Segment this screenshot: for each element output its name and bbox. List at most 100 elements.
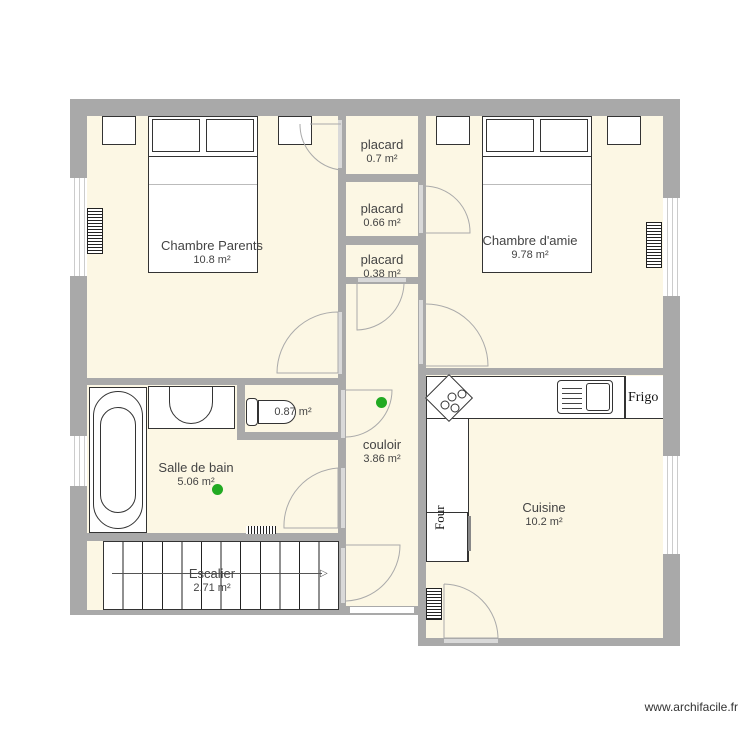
wall-placard-1-bottom [346,174,418,182]
room-name: Chambre d'amie [482,233,578,248]
bed-parents-duvet-line [149,156,257,157]
couloir-bottom-opening [350,607,414,613]
floor-placard-1 [346,116,418,174]
wall-amie-bottom [426,368,663,375]
door-parents-top-icon [299,123,342,171]
outer-wall-bottom-left [70,610,420,615]
room-name: placard [360,252,404,267]
wall-placard-2-bottom [346,236,418,245]
room-chambre-parents: Chambre Parents 10.8 m² [152,238,272,268]
door-amie-icon [423,303,489,367]
room-wc: 0.87 m² [268,405,318,420]
radiator-bain [246,526,276,534]
room-chambre-amie: Chambre d'amie 9.78 m² [480,233,580,263]
door-parents-couloir-icon [276,311,339,374]
room-placard-2: placard 0.66 m² [346,201,418,231]
vent-couloir-icon [376,397,387,408]
kitchen-sink-drainboard [562,384,582,410]
outer-wall-bottom-right [418,638,680,646]
room-area: 5.06 m² [177,476,215,488]
wall-wc-left [237,385,245,440]
staircase-arrow-head: ▷ [320,568,328,579]
room-salle-de-bain: Salle de bain 5.06 m² [146,460,246,490]
toilet-bowl [258,400,296,424]
door-placard-2-icon [423,185,471,234]
door-escalier-icon [345,544,401,602]
room-placard-3: placard 0.38 m² [346,252,418,282]
room-area: 10.8 m² [193,254,231,266]
door-gap-escalier [341,548,345,603]
door-gap-cuisine-bottom [444,639,498,643]
room-area: 0.66 m² [363,217,401,229]
room-area: 0.87 m² [274,406,312,418]
watermark: www.archifacile.fr [644,700,738,714]
door-cuisine-icon [443,583,499,639]
bed-parents-fold-line [149,184,257,185]
room-name: couloir [362,437,402,452]
room-name: placard [360,201,404,216]
nightstand-amie-right [607,116,641,145]
room-name: placard [360,137,404,152]
nightstand-parents-left [102,116,136,145]
door-wc-icon [345,389,393,438]
door-gap-placard-3 [358,278,406,282]
fridge [625,376,663,419]
window-bain [70,436,87,486]
door-gap-parents-top [338,120,342,168]
fridge-label: Frigo [628,390,659,405]
door-gap-amie [419,300,423,364]
radiator-cuisine [426,588,442,620]
pillow-parents-left [152,119,200,152]
room-name: Chambre Parents [161,238,263,253]
room-area: 10.2 m² [525,516,563,528]
room-area: 0.38 m² [363,268,401,280]
room-name: Salle de bain [158,460,234,475]
door-gap-bain [341,468,345,528]
pillow-amie-right [540,119,588,152]
oven [426,512,468,562]
room-area: 9.78 m² [511,249,549,261]
door-gap-parents-couloir [338,312,342,374]
wall-wc-bottom [237,432,338,440]
toilet-tank [246,398,258,426]
radiator-parents [87,208,103,254]
wall-bain-bottom [87,533,338,541]
room-escalier: Escalier 2.71 m² [172,566,252,596]
floor-placard-3 [346,245,418,277]
staircase [103,541,339,610]
bed-amie-fold-line [483,184,591,185]
kitchen-sink-basin [586,383,610,411]
washbasin [169,386,213,424]
room-name: Cuisine [522,500,566,515]
floor-couloir [346,284,418,606]
nightstand-parents-right [278,116,312,145]
floor-placard-2 [346,182,418,236]
door-gap-placard-2 [419,185,423,233]
staircase-arrow-line [112,573,322,574]
pillow-parents-right [206,119,254,152]
room-name: Escalier [188,566,236,581]
nightstand-amie-left [436,116,470,145]
room-area: 0.7 m² [366,153,398,165]
door-bain-icon [283,467,339,529]
pillow-amie-left [486,119,534,152]
kitchen-left-wall-lower [418,600,426,646]
door-placard-3-icon [356,283,405,331]
door-gap-wc [341,390,345,438]
wall-parents-bottom [87,378,346,385]
window-parents [70,178,87,276]
window-cuisine [663,456,680,554]
wall-parents-right [338,116,346,378]
room-couloir: couloir 3.86 m² [346,437,418,467]
room-area: 2.71 m² [193,582,231,594]
radiator-amie [646,222,662,268]
vent-bain-icon [212,484,223,495]
room-placard-1: placard 0.7 m² [346,137,418,167]
room-cuisine: Cuisine 10.2 m² [504,500,584,530]
bed-amie-duvet-line [483,156,591,157]
outer-wall-top [70,99,680,116]
oven-door [468,516,471,551]
room-area: 3.86 m² [363,453,401,465]
bathtub-inner-basin [100,407,136,513]
